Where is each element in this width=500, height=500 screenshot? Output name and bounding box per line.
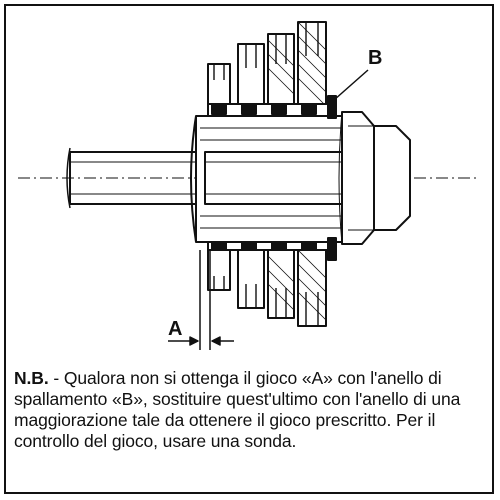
label-b: B bbox=[368, 47, 382, 69]
note-lead: N.B. bbox=[14, 368, 49, 388]
gear-cluster-drawing: B A bbox=[18, 21, 478, 350]
upper-gears bbox=[207, 21, 327, 109]
dimension-a bbox=[168, 250, 234, 350]
leader-b bbox=[333, 69, 369, 101]
hub-sleeve bbox=[190, 115, 356, 243]
shaft-collar bbox=[338, 111, 411, 245]
thrust-ring-b bbox=[327, 95, 337, 261]
lower-gears bbox=[207, 245, 327, 327]
note-paragraph: N.B. - Qualora non si ottenga il gioco «… bbox=[14, 368, 486, 452]
note-body: - Qualora non si ottenga il gioco «A» co… bbox=[14, 368, 461, 451]
label-a: A bbox=[168, 318, 182, 340]
